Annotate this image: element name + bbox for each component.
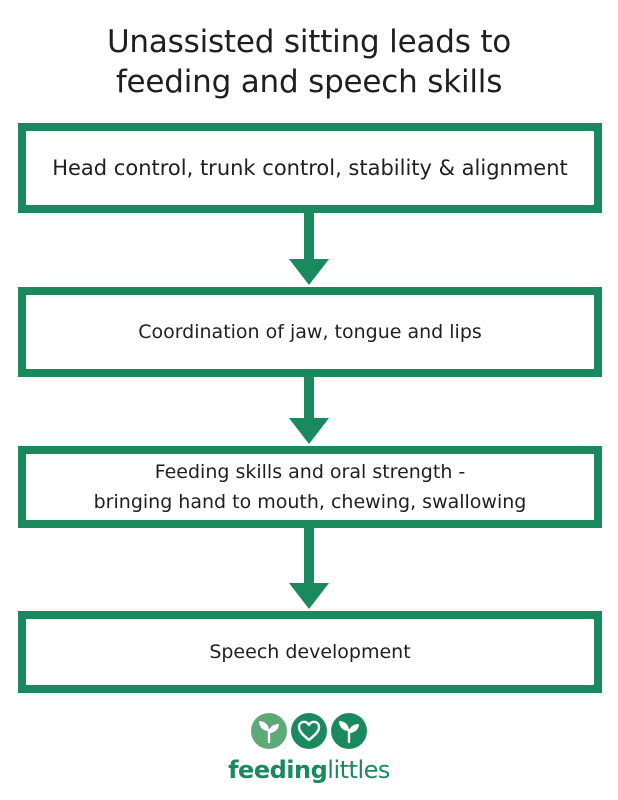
brand-logo: feedinglittles xyxy=(0,712,618,784)
flow-step-feeding-skills: Feeding skills and oral strength - bring… xyxy=(18,446,602,528)
step-text-line: Feeding skills and oral strength - xyxy=(154,461,466,483)
step-text-line: Head control, trunk control, stability &… xyxy=(52,156,568,180)
flow-step-speech-development: Speech development xyxy=(18,611,602,693)
heart-icon xyxy=(291,713,327,749)
arrow-down-icon xyxy=(289,213,329,285)
sprout-icon xyxy=(251,713,287,749)
flow-step-head-trunk-control: Head control, trunk control, stability &… xyxy=(18,123,602,213)
title-line-2: feeding and speech skills xyxy=(115,64,503,100)
step-text: Speech development xyxy=(209,639,410,665)
logo-word-bold: feeding xyxy=(228,756,328,784)
arrow-down-icon xyxy=(289,377,329,444)
step-text: Coordination of jaw, tongue and lips xyxy=(138,319,482,345)
flow-step-jaw-tongue-lips: Coordination of jaw, tongue and lips xyxy=(18,287,602,377)
step-text-line: bringing hand to mouth, chewing, swallow… xyxy=(93,491,527,513)
sprout-icon xyxy=(331,713,367,749)
arrow-down-icon xyxy=(289,528,329,609)
step-text-line: Speech development xyxy=(209,641,411,663)
logo-wordmark: feedinglittles xyxy=(0,756,618,784)
step-text: Head control, trunk control, stability &… xyxy=(52,154,568,182)
page-title: Unassisted sitting leads to feeding and … xyxy=(0,22,618,102)
logo-word-light: littles xyxy=(327,756,390,784)
logo-icons xyxy=(0,712,618,750)
title-line-1: Unassisted sitting leads to xyxy=(106,24,512,60)
step-text: Feeding skills and oral strength - bring… xyxy=(94,457,527,517)
step-text-line: Coordination of jaw, tongue and lips xyxy=(138,321,482,343)
